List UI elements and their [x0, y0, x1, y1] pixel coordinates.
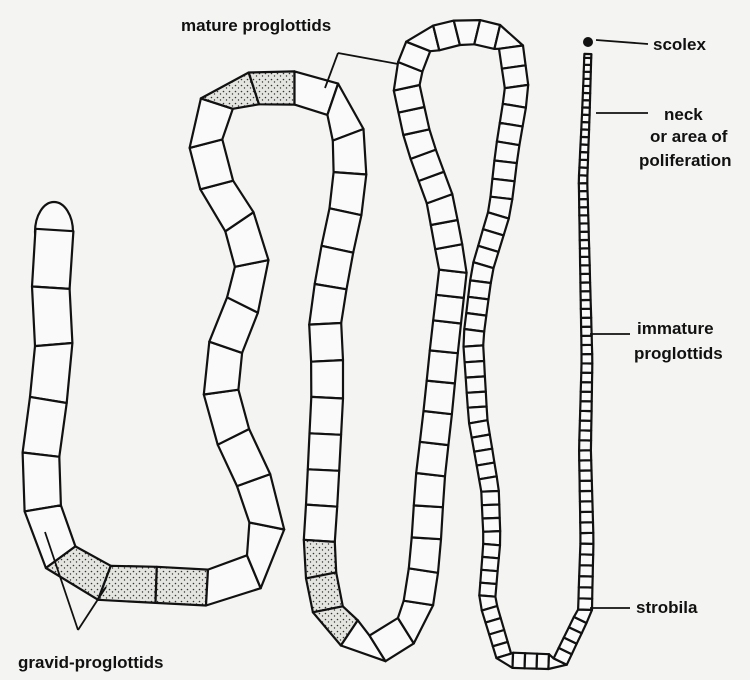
proglottid	[513, 653, 526, 669]
proglottid	[581, 345, 592, 354]
proglottid	[416, 442, 448, 477]
proglottid	[30, 343, 72, 403]
proglottid	[579, 430, 591, 440]
proglottid	[580, 533, 593, 544]
proglottid	[309, 284, 346, 325]
label-neck-line2: or area of	[650, 127, 728, 146]
proglottid	[424, 381, 455, 415]
proglottid	[579, 450, 591, 460]
label-gravid-proglottids: gravid-proglottids	[18, 653, 163, 672]
proglottid	[464, 345, 485, 362]
label-strobila: strobila	[636, 598, 698, 617]
proglottid	[306, 469, 339, 506]
proglottid	[581, 336, 592, 345]
proglottid	[580, 522, 593, 533]
proglottid	[581, 318, 591, 327]
proglottid	[580, 257, 590, 266]
label-immature-line1: immature	[637, 319, 714, 338]
proglottid	[32, 287, 72, 347]
proglottid	[436, 270, 466, 298]
proglottid	[580, 491, 593, 502]
proglottid	[580, 421, 592, 431]
proglottid	[482, 505, 500, 519]
proglottid	[309, 323, 343, 362]
proglottid	[580, 265, 590, 274]
proglottid	[465, 361, 485, 378]
label-mature-proglottids: mature proglottids	[181, 16, 331, 35]
label-immature-line2: proglottids	[634, 344, 723, 363]
proglottid	[580, 232, 589, 241]
proglottid	[315, 246, 354, 289]
proglottid	[580, 512, 593, 523]
proglottid	[467, 392, 487, 408]
proglottid	[304, 505, 337, 542]
proglottid	[580, 554, 594, 565]
proglottid	[584, 54, 591, 58]
proglottid	[580, 240, 590, 249]
proglottid	[308, 433, 341, 471]
proglottid	[23, 397, 67, 457]
proglottid	[483, 518, 501, 532]
proglottid	[580, 401, 592, 411]
proglottid	[479, 476, 499, 491]
proglottid	[580, 223, 589, 232]
label-neck-line3: poliferation	[639, 151, 732, 170]
proglottid	[32, 229, 73, 289]
scolex-head	[583, 37, 593, 47]
proglottid	[464, 329, 485, 347]
leader-scolex	[596, 40, 648, 44]
proglottid	[581, 291, 591, 300]
proglottid	[409, 537, 441, 572]
proglottid	[580, 411, 592, 421]
proglottid	[579, 587, 593, 599]
proglottid	[420, 411, 452, 445]
proglottid	[580, 282, 590, 291]
proglottid	[311, 360, 343, 398]
tapeworm-body	[23, 20, 594, 669]
proglottid	[412, 505, 443, 539]
proglottid	[581, 373, 592, 383]
proglottid	[427, 350, 458, 383]
proglottid	[466, 376, 486, 392]
leader-mature-2	[338, 53, 398, 64]
proglottid	[581, 382, 592, 392]
proglottid	[581, 309, 591, 318]
proglottid	[582, 354, 593, 364]
proglottid	[310, 397, 344, 435]
proglottid	[23, 453, 61, 512]
proglottid	[581, 392, 592, 402]
stippled-proglottid	[156, 567, 209, 606]
proglottid	[537, 654, 549, 669]
proglottid	[430, 320, 461, 353]
proglottid	[579, 440, 591, 450]
proglottid	[581, 363, 592, 373]
proglottid	[580, 501, 593, 512]
label-scolex: scolex	[653, 35, 706, 54]
proglottid	[414, 473, 445, 507]
label-neck-line1: neck	[664, 105, 703, 124]
proglottid	[404, 568, 438, 605]
proglottid	[580, 481, 593, 492]
proglottid	[525, 653, 538, 668]
proglottid	[579, 460, 591, 470]
proglottid	[481, 491, 499, 505]
proglottid	[581, 300, 591, 309]
proglottid	[433, 295, 464, 324]
proglottid	[579, 470, 591, 480]
proglottid	[579, 565, 593, 576]
proglottid	[580, 544, 593, 555]
proglottid	[579, 576, 593, 587]
